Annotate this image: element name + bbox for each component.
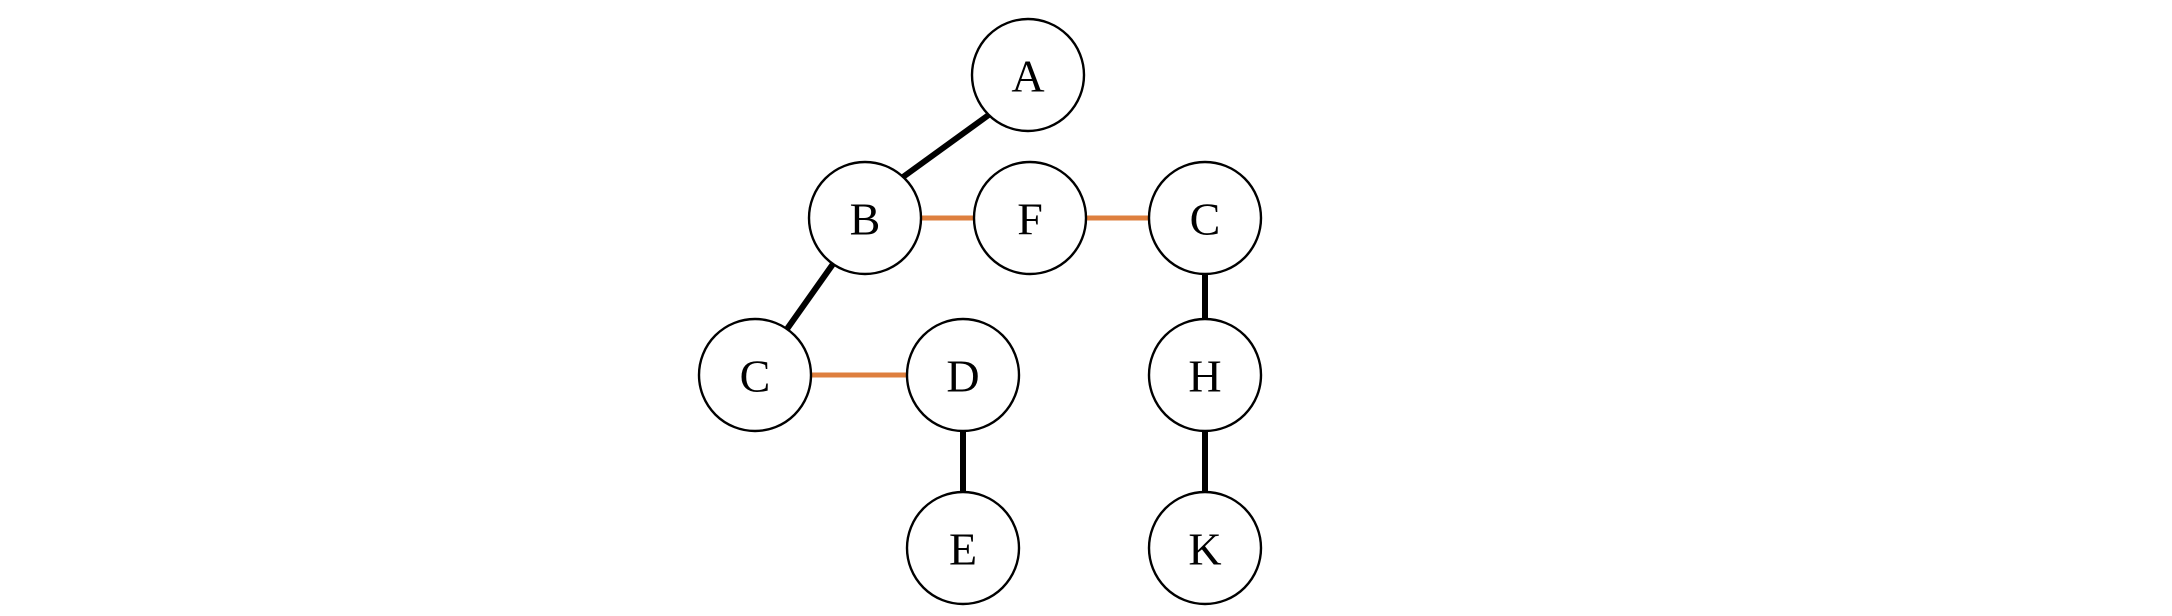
node-circle <box>905 317 1021 433</box>
graph-edge-b-a <box>901 111 992 180</box>
graph-node-e[interactable]: E <box>905 490 1021 606</box>
graph-node-h[interactable]: H <box>1147 317 1263 433</box>
node-label: D <box>946 351 979 402</box>
nodes-layer: A B F C C D H E K <box>697 17 1263 606</box>
graph-edge-b-c <box>784 262 836 331</box>
node-circle <box>1147 317 1263 433</box>
node-label: H <box>1188 351 1221 402</box>
graph-node-f[interactable]: F <box>972 160 1088 276</box>
graph-node-b[interactable]: B <box>807 160 923 276</box>
edges-layer <box>784 111 1208 492</box>
node-label: C <box>740 351 771 402</box>
node-circle <box>807 160 923 276</box>
node-circle <box>970 17 1086 133</box>
node-label: B <box>850 194 881 245</box>
graph-node-d[interactable]: D <box>905 317 1021 433</box>
node-label: E <box>949 524 977 575</box>
graph-node-k[interactable]: K <box>1147 490 1263 606</box>
graph-node-c[interactable]: C <box>1147 160 1263 276</box>
node-label: K <box>1188 524 1221 575</box>
node-circle <box>972 160 1088 276</box>
node-circle <box>1147 160 1263 276</box>
node-circle <box>697 317 813 433</box>
node-label: F <box>1017 194 1043 245</box>
node-circle <box>905 490 1021 606</box>
graph-node-c[interactable]: C <box>697 317 813 433</box>
graph-node-a[interactable]: A <box>970 17 1086 133</box>
node-label: A <box>1011 51 1044 102</box>
node-circle <box>1147 490 1263 606</box>
node-label: C <box>1190 194 1221 245</box>
